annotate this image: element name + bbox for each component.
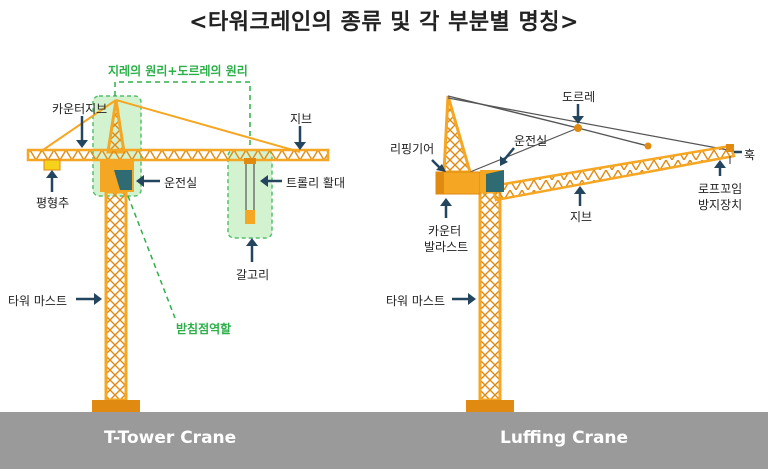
pulley-label: 도르레 <box>562 90 596 104</box>
anti-twist-label-line1: 로프꼬임 <box>698 182 743 196</box>
counter-ballast-label-line2: 발라스트 <box>424 240 469 254</box>
left-tower-mast <box>104 190 128 402</box>
counterweight-label: 평형추 <box>36 196 70 210</box>
ground-strip <box>0 412 768 469</box>
left-cabin-label: 운전실 <box>164 176 198 190</box>
trolley-label: 트롤리 활대 <box>286 176 346 190</box>
t-tower-crane <box>26 81 330 412</box>
lever-principle-label: 지레의 원리+도르레의 원리 <box>108 64 248 78</box>
t-tower-crane-name: T-Tower Crane <box>104 428 237 448</box>
luffing-crane-name: Luffing Crane <box>500 428 629 448</box>
left-tower-mast-label: 타워 마스트 <box>8 294 68 308</box>
support-role-label: 받침점역할 <box>176 322 232 336</box>
label-arrows <box>46 104 742 305</box>
left-base <box>92 400 140 412</box>
hook-block-label: 갈고리 <box>236 268 270 282</box>
right-base <box>466 400 514 412</box>
luffing-gear-label: 리핑기어 <box>390 142 435 156</box>
right-cabin-label: 운전실 <box>514 134 548 148</box>
page-title: <타워크레인의 종류 및 각 부분별 명칭> <box>189 10 579 35</box>
jib-label: 지브 <box>290 112 313 126</box>
luffing-crane <box>435 95 736 412</box>
counter-jib-label: 카운터지브 <box>52 102 108 116</box>
right-hook <box>726 144 734 152</box>
right-jib-label: 지브 <box>570 210 593 224</box>
anti-twist-label-line2: 방지장치 <box>698 198 743 212</box>
right-a-frame <box>442 95 472 174</box>
left-cabin-window <box>114 170 132 190</box>
left-jib <box>26 148 330 162</box>
counterweight-block <box>43 159 61 171</box>
support-connector <box>127 195 176 319</box>
right-tower-mast <box>478 190 502 402</box>
counter-ballast-label-line1: 카운터 <box>428 224 462 238</box>
pulley-node <box>574 124 582 132</box>
lever-connector <box>114 81 251 150</box>
right-tower-mast-label: 타워 마스트 <box>386 294 446 308</box>
left-hook-block <box>245 210 255 224</box>
right-cabin-window <box>486 170 504 192</box>
hook-label: 훅 <box>744 148 756 162</box>
right-jib <box>490 144 736 202</box>
